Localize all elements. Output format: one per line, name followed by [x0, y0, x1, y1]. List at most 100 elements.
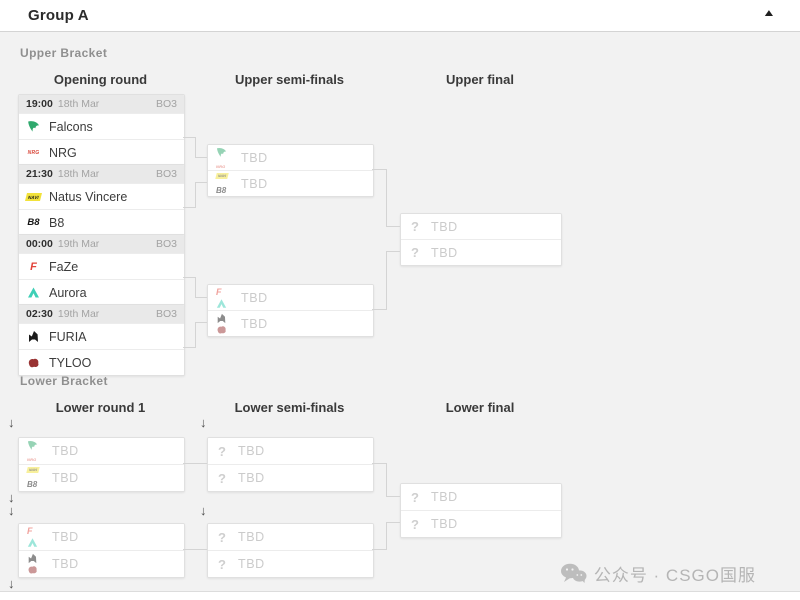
connector-line	[386, 463, 387, 497]
team-row-nrg[interactable]: NRG NRG	[19, 139, 184, 165]
match-time: 00:00	[26, 238, 53, 250]
connector-line	[372, 549, 386, 550]
lower-round1-match-2: F TBD TBD	[18, 523, 185, 578]
tbd-label: TBD	[241, 316, 268, 331]
team-name: FURIA	[49, 329, 87, 344]
team-name: FaZe	[49, 259, 79, 274]
match-header: 00:00 19th Mar BO3	[19, 235, 184, 253]
lower-round1-match-1: NRG TBD NAVI B8 TBD	[18, 437, 185, 492]
match-box-4: 02:30 19th Mar BO3 FURIA TYLOO	[18, 304, 185, 376]
drop-to-lower-arrow-icon: ↓	[8, 576, 15, 591]
match-header: 19:00 18th Mar BO3	[19, 95, 184, 113]
question-icon: ?	[411, 245, 419, 260]
aurora-logo-icon	[26, 285, 41, 300]
team-row-falcons[interactable]: Falcons	[19, 113, 184, 139]
lower-semifinal-1: ? TBD ? TBD	[207, 437, 374, 492]
tbd-slot: ? TBD	[401, 510, 561, 537]
faze-aurora-stacked-logos-icon: F	[26, 526, 43, 548]
falcons-nrg-stacked-logos-icon: NRG	[215, 147, 232, 169]
team-name: Falcons	[49, 119, 93, 134]
match-date: 19th Mar	[57, 308, 100, 320]
team-row-b8[interactable]: B8 B8	[19, 209, 184, 235]
tbd-slot: TBD	[19, 550, 184, 577]
connector-line	[372, 309, 386, 310]
match-header: 21:30 18th Mar BO3	[19, 165, 184, 183]
connector-line	[386, 251, 387, 310]
upper-semifinal-1: NRG TBD NAVI B8 TBD	[207, 144, 374, 197]
connector-line	[183, 137, 196, 138]
connector-line	[195, 182, 196, 208]
question-icon: ?	[218, 470, 226, 486]
match-header: 02:30 19th Mar BO3	[19, 305, 184, 323]
tbd-label: TBD	[241, 290, 268, 305]
faze-aurora-stacked-logos-icon: F	[215, 287, 232, 309]
column-header-lower-semi-finals: Lower semi-finals	[234, 400, 345, 415]
match-box-2: 21:30 18th Mar BO3 NAVI Natus Vincere B8…	[18, 164, 185, 236]
team-row-furia[interactable]: FURIA	[19, 323, 184, 349]
match-date: 19th Mar	[57, 238, 100, 250]
tbd-slot: ? TBD	[208, 438, 373, 464]
connector-line	[195, 322, 196, 348]
group-title: Group A	[28, 7, 89, 24]
upper-final: ? TBD ? TBD	[400, 213, 562, 266]
drop-to-lower-arrow-icon: ↓	[200, 415, 207, 430]
column-header-upper-semi-finals: Upper semi-finals	[234, 72, 345, 87]
connector-line	[386, 522, 387, 550]
match-format: BO3	[155, 238, 177, 250]
team-name: Natus Vincere	[49, 189, 128, 204]
team-name: B8	[49, 215, 65, 230]
tbd-slot: ? TBD	[208, 464, 373, 491]
connector-line	[183, 207, 196, 208]
collapse-caret-icon[interactable]: ▲	[762, 8, 776, 19]
tbd-label: TBD	[52, 471, 79, 485]
match-format: BO3	[155, 308, 177, 320]
match-box-3: 00:00 19th Mar BO3 F FaZe Aurora	[18, 234, 185, 306]
watermark-text: 公众号 · CSGO国服	[593, 566, 756, 585]
watermark: 公众号 · CSGO国服	[560, 561, 756, 586]
lower-final: ? TBD ? TBD	[400, 483, 562, 538]
tbd-label: TBD	[52, 444, 79, 458]
drop-to-lower-arrow-icon: ↓	[8, 503, 15, 518]
tbd-slot: ? TBD	[208, 524, 373, 550]
connector-line	[386, 169, 387, 227]
team-row-faze[interactable]: F FaZe	[19, 253, 184, 279]
group-header[interactable]: Group A ▲	[0, 0, 800, 32]
tbd-slot: TBD	[208, 310, 373, 336]
connector-line	[183, 549, 207, 550]
tbd-slot: NAVI B8 TBD	[208, 170, 373, 196]
nrg-logo-icon: NRG	[27, 149, 40, 156]
tbd-label: TBD	[52, 530, 79, 544]
upper-bracket-label: Upper Bracket	[20, 46, 108, 60]
match-box-1: 19:00 18th Mar BO3 Falcons NRG NRG	[18, 94, 185, 166]
team-row-tyloo[interactable]: TYLOO	[19, 349, 184, 375]
drop-to-lower-arrow-icon: ↓	[200, 503, 207, 518]
lower-semifinal-2: ? TBD ? TBD	[207, 523, 374, 578]
tbd-slot: ? TBD	[401, 239, 561, 265]
tbd-slot: F TBD	[208, 285, 373, 310]
team-row-aurora[interactable]: Aurora	[19, 279, 184, 305]
tbd-label: TBD	[238, 557, 265, 571]
tbd-slot: F TBD	[19, 524, 184, 550]
faze-logo-icon: F	[30, 260, 37, 273]
match-time: 21:30	[26, 168, 53, 180]
navi-logo-icon: NAVI	[25, 192, 42, 201]
falcons-logo-icon	[26, 119, 41, 134]
question-icon: ?	[411, 516, 419, 532]
match-date: 18th Mar	[57, 98, 100, 110]
connector-line	[183, 463, 207, 464]
tbd-label: TBD	[238, 471, 265, 485]
navi-b8-stacked-logos-icon: NAVI B8	[26, 467, 43, 489]
connector-line	[195, 157, 207, 158]
tbd-slot: ? TBD	[208, 550, 373, 577]
match-date: 18th Mar	[57, 168, 100, 180]
connector-line	[195, 322, 207, 323]
connector-line	[195, 182, 207, 183]
furia-tyloo-stacked-logos-icon	[215, 313, 232, 335]
team-row-natus-vincere[interactable]: NAVI Natus Vincere	[19, 183, 184, 209]
question-icon: ?	[218, 529, 226, 545]
connector-line	[195, 277, 196, 298]
tyloo-logo-icon	[26, 355, 41, 370]
connector-line	[386, 522, 400, 523]
b8-logo-icon: B8	[27, 217, 40, 228]
tbd-label: TBD	[238, 444, 265, 458]
